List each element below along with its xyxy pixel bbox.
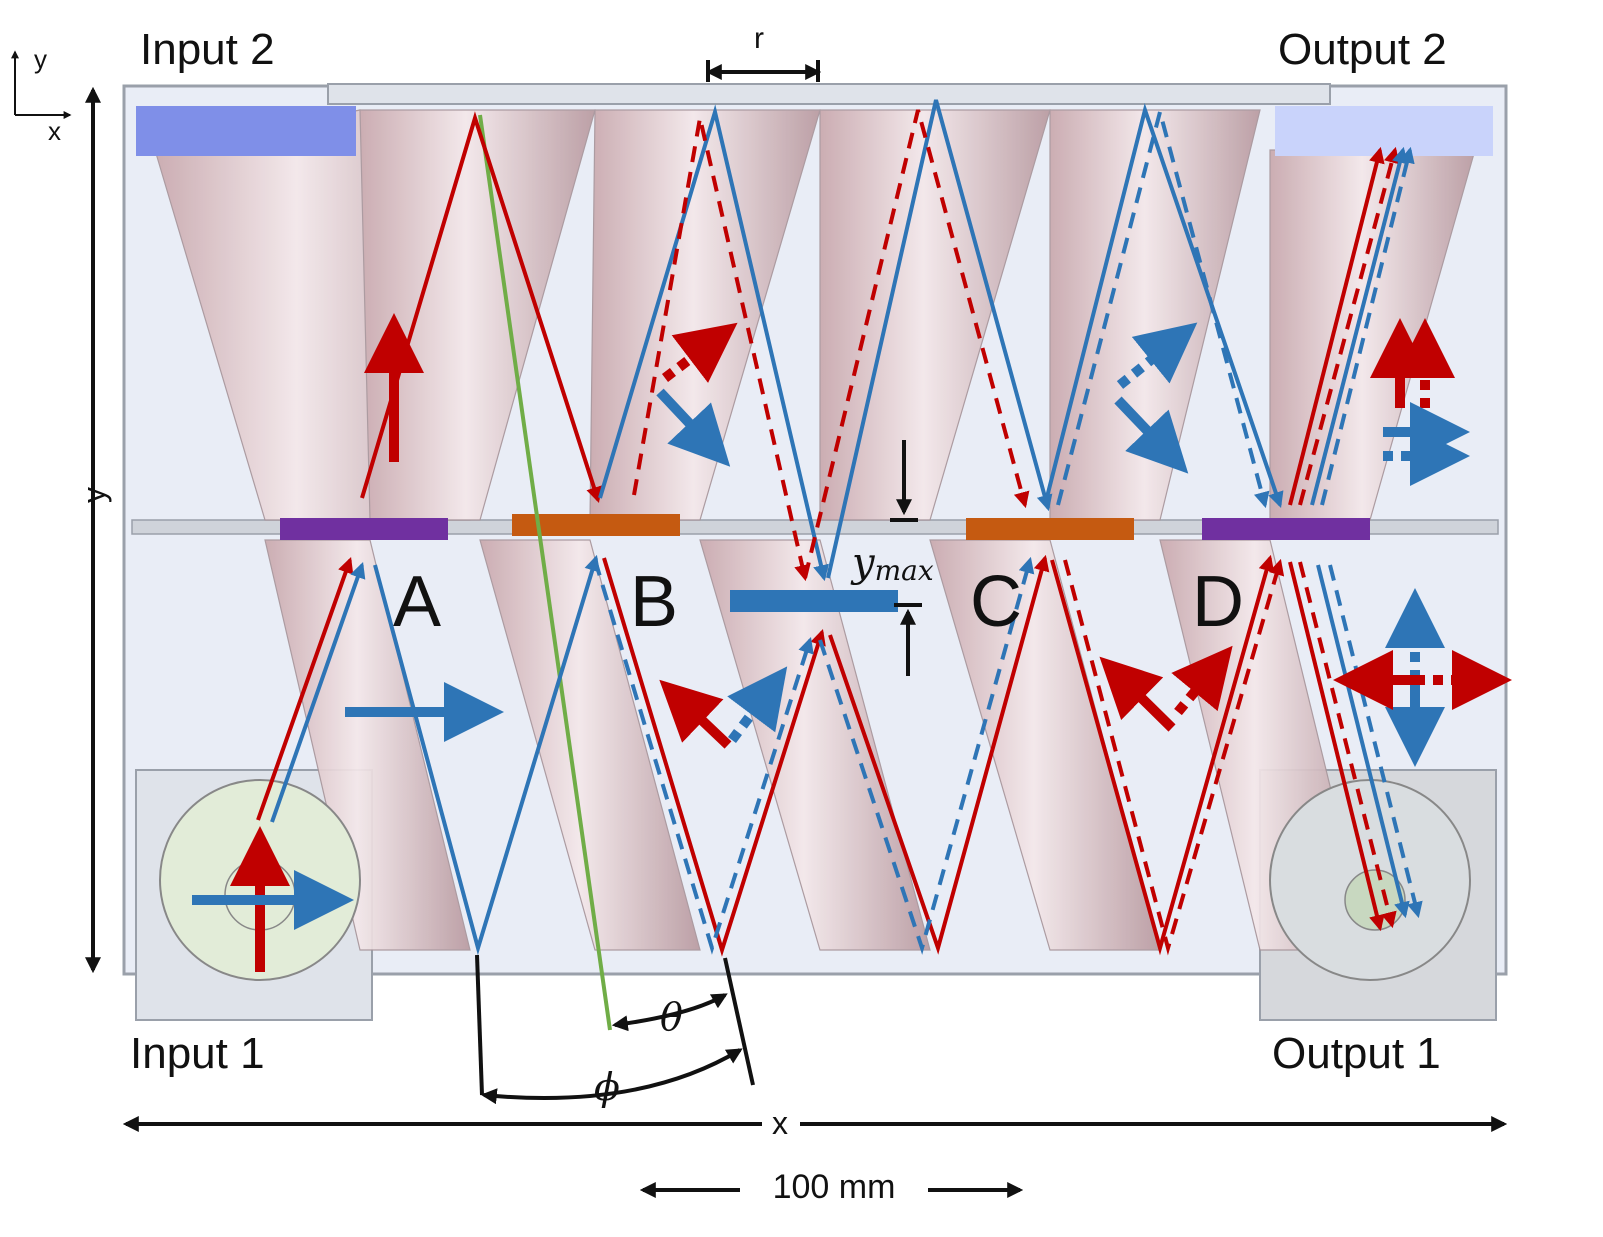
r-label: r <box>754 22 764 55</box>
beam-paths-upper <box>360 99 1415 582</box>
axis-indicator-y: y <box>34 44 47 74</box>
output1-label: Output 1 <box>1272 1029 1441 1078</box>
x-dimension-label: x <box>772 1105 788 1141</box>
phi-label: ϕ <box>594 1065 620 1109</box>
output2-label: Output 2 <box>1278 25 1447 74</box>
beam-paths-lower <box>256 554 1423 957</box>
scale-bar-label: 100 mm <box>773 1168 896 1206</box>
input2-port <box>136 106 356 156</box>
ymax-bar <box>730 590 898 612</box>
plate-c <box>966 518 1134 540</box>
plate-b <box>512 514 680 536</box>
output2-port <box>1275 106 1493 156</box>
reflector-b-label: B <box>630 562 678 642</box>
dimension-lines <box>11 50 1508 1198</box>
input1-label: Input 1 <box>130 1029 265 1078</box>
input2-label: Input 2 <box>140 25 275 74</box>
reflector-c-label: C <box>970 562 1022 642</box>
polarization-arrows <box>192 313 1512 972</box>
plate-d <box>1202 518 1370 540</box>
theta-label: θ <box>660 995 683 1039</box>
plate-a <box>280 518 448 540</box>
axis-indicator-x: x <box>48 116 61 146</box>
reflector-a-label: A <box>393 562 441 642</box>
reference-line <box>478 114 612 1031</box>
y-dimension-label: y <box>76 487 112 503</box>
ymax-label: ymax <box>850 540 934 587</box>
reflector-d-label: D <box>1192 562 1244 642</box>
